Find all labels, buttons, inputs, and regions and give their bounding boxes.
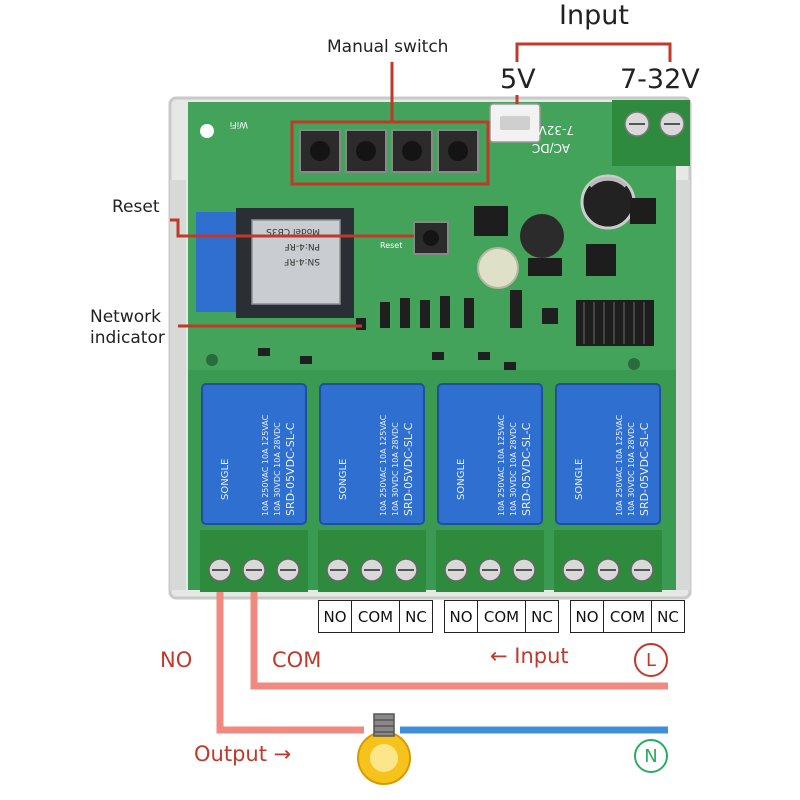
relay-rating-1: 10A 250VAC 10A 125VAC (497, 414, 506, 516)
module-text-3: SN:4-RF (284, 256, 320, 266)
relay-rating-2: 10A 30VDC 10A 28VDC (509, 422, 518, 516)
wifi-module-antenna (196, 212, 240, 312)
relay-rating-1: 10A 250VAC 10A 125VAC (615, 414, 624, 516)
smd-components (258, 290, 558, 370)
relay-3: SONGLE SRD-05VDC-SL-C 10A 250VAC 10A 125… (437, 383, 543, 525)
relay-model: SRD-05VDC-SL-C (520, 422, 533, 516)
manual-switches (299, 129, 479, 173)
no-wire-label: NO (160, 648, 193, 672)
inductor (520, 214, 564, 258)
relay-rating-2: 10A 30VDC 10A 28VDC (627, 422, 636, 516)
chip-3 (528, 258, 562, 276)
relay-brand: SONGLE (574, 459, 585, 500)
enclosure-right-rail (674, 180, 690, 590)
input-5v-label: 5V (500, 64, 536, 95)
terminal-label-group-1: NO COM NC (318, 600, 433, 634)
terminal-label-nc: NC (651, 600, 685, 633)
terminal-block-4 (554, 530, 662, 592)
network-indicator-label-line2: indicator (90, 328, 165, 348)
input-bracket (515, 42, 672, 62)
relay-4: SONGLE SRD-05VDC-SL-C 10A 250VAC 10A 125… (555, 383, 661, 525)
relay-1: SONGLE SRD-05VDC-SL-C 10A 250VAC 10A 125… (201, 383, 307, 525)
relay-rating-1: 10A 250VAC 10A 125VAC (261, 414, 270, 516)
terminal-label-group-2: NO COM NC (444, 600, 559, 634)
silk-voltage: 7-32V (538, 123, 574, 137)
wifi-mark-icon (200, 124, 214, 138)
terminal-label-group-3: NO COM NC (570, 600, 685, 634)
reset-callout (170, 218, 414, 238)
terminal-block-2 (318, 530, 426, 592)
terminal-label-no: NO (318, 600, 352, 633)
manual-switch-4[interactable] (437, 129, 479, 173)
relay-2: SONGLE SRD-05VDC-SL-C 10A 250VAC 10A 125… (319, 383, 425, 525)
live-l-badge: L (634, 643, 668, 677)
terminal-label-com: COM (602, 600, 653, 633)
input-7-32v-label: 7-32V (620, 64, 700, 95)
manual-switch-label: Manual switch (327, 37, 449, 57)
output-terminals (200, 530, 662, 592)
relay-rating-2: 10A 30VDC 10A 28VDC (273, 422, 282, 516)
terminal-label-nc: NC (525, 600, 559, 633)
terminal-label-nc: NC (399, 600, 433, 633)
relay-model: SRD-05VDC-SL-C (284, 422, 297, 516)
silk-acdc: AC/DC (532, 141, 570, 155)
enclosure-left-rail (170, 180, 186, 590)
terminal-block-3 (436, 530, 544, 592)
relay-brand: SONGLE (456, 459, 467, 500)
light-bulb-icon (357, 713, 411, 785)
neutral-n-badge: N (634, 739, 668, 773)
chip-4 (630, 198, 656, 224)
relay-model: SRD-05VDC-SL-C (638, 422, 651, 516)
relays: SONGLE SRD-05VDC-SL-C 10A 250VAC 10A 125… (201, 383, 661, 525)
buzzer (477, 247, 519, 289)
terminal-label-com: COM (350, 600, 401, 633)
relay-model: SRD-05VDC-SL-C (402, 422, 415, 516)
relay-brand: SONGLE (220, 459, 231, 500)
terminal-label-no: NO (444, 600, 478, 633)
terminal-block-1 (200, 530, 308, 592)
relay-rating-1: 10A 250VAC 10A 125VAC (379, 414, 388, 516)
input-top-label: Input (559, 0, 629, 31)
relay-brand: SONGLE (338, 459, 349, 500)
module-text-2: PN:4-RF (284, 241, 320, 251)
output-arrow-label: Output → (194, 742, 292, 766)
terminal-label-no: NO (570, 600, 604, 633)
reset-label: Reset (112, 197, 160, 217)
relay-rating-2: 10A 30VDC 10A 28VDC (391, 422, 400, 516)
mount-hole-right (628, 358, 640, 370)
live-wire (250, 592, 668, 690)
network-indicator-label-line1: Network (90, 307, 161, 327)
chip-1 (474, 206, 508, 236)
terminal-label-com: COM (476, 600, 527, 633)
mount-hole-left (206, 354, 218, 366)
chip-2 (586, 244, 616, 276)
input-arrow-label: ← Input (490, 644, 569, 668)
module-text-1: Model CB3S (266, 226, 320, 236)
wifi-module-shield (251, 219, 341, 305)
com-wire-label: COM (272, 648, 322, 672)
manual-switch-highlight (290, 120, 490, 186)
silk-wifi: WiFi (230, 119, 248, 129)
output-wire (216, 592, 364, 734)
silk-reset: Reset (380, 241, 402, 250)
